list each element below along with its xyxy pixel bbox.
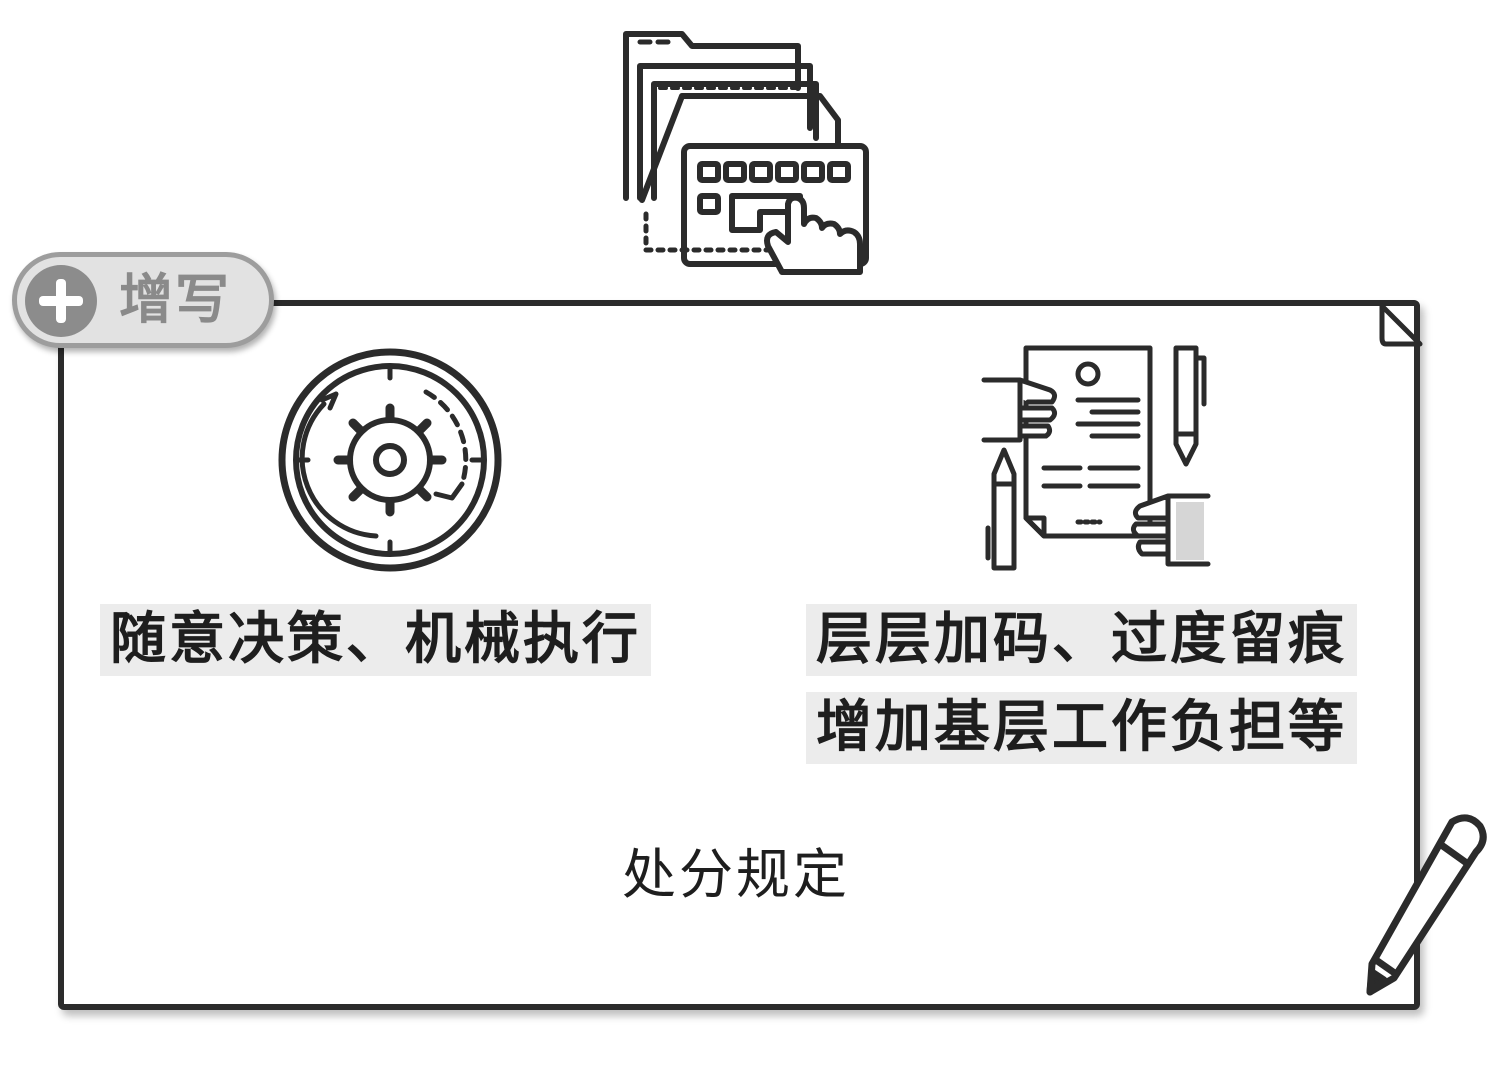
footer-title: 处分规定 xyxy=(622,843,850,906)
left-label: 随意决策、机械执行 xyxy=(100,604,651,676)
right-label-line-2: 增加基层工作负担等 xyxy=(806,692,1357,764)
pencil-icon xyxy=(1366,814,1487,996)
right-label-line-1: 层层加码、过度留痕 xyxy=(806,604,1357,676)
badge-label: 增写 xyxy=(119,268,231,331)
plus-icon xyxy=(25,265,97,337)
document-handover-icon xyxy=(981,345,1211,571)
folder-keyboard-icon xyxy=(623,31,869,275)
gear-cycle-icon xyxy=(278,348,502,572)
add-badge: 增写 xyxy=(12,252,274,348)
folded-corner xyxy=(1379,303,1423,347)
